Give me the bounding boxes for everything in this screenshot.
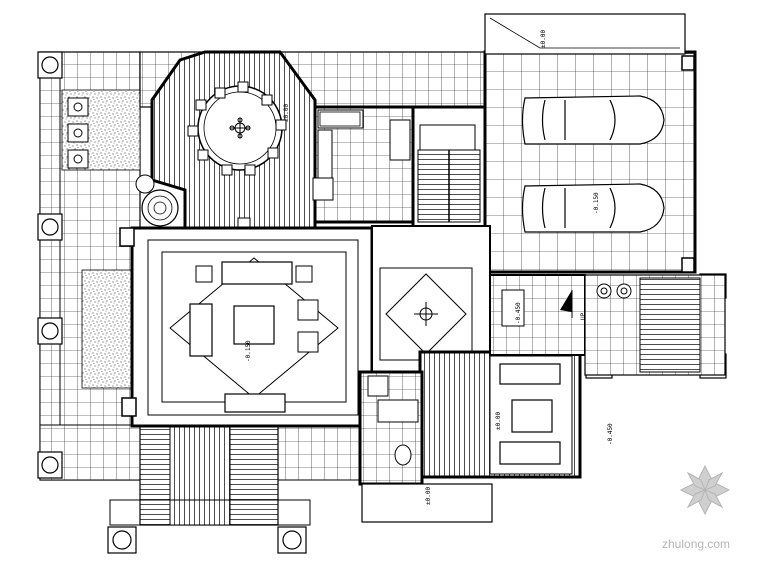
elevation-mark: -0.150: [245, 340, 252, 362]
dining-room: [150, 50, 317, 234]
garage: [483, 13, 697, 274]
elevation-mark: ±0.00: [495, 412, 502, 430]
stair-hall: [411, 105, 487, 229]
bathroom: [358, 370, 424, 486]
chandelier-icon: [414, 302, 438, 326]
shrub-icon: [135, 174, 179, 227]
garden-seats: [67, 97, 89, 169]
car-icon: [521, 95, 665, 145]
entry-steps: [109, 424, 311, 526]
stair-arrow-icon: [560, 290, 573, 318]
elevation-marks: ±0.00 -0.150 -0.450 ±0.00 -0.150 -0.450 …: [245, 30, 614, 505]
chandelier-icon: [229, 117, 251, 139]
elevation-mark: ±0.00: [540, 30, 547, 48]
stair-label: UP: [580, 312, 587, 320]
elevation-mark: ±0.00: [283, 104, 290, 122]
planter-icons: [596, 283, 632, 299]
foyer: [371, 225, 491, 375]
elevation-mark: ±0.00: [425, 487, 432, 505]
elevation-mark: -0.150: [593, 192, 600, 214]
elevation-mark: -0.450: [515, 302, 522, 324]
car-icon: [521, 183, 665, 233]
kitchen: [312, 105, 415, 224]
guest-room: [418, 350, 582, 479]
elevation-mark: -0.450: [607, 423, 614, 445]
dining-chairs: [187, 81, 287, 176]
east-entry: [489, 274, 726, 376]
zhulong-logo: [679, 464, 731, 516]
watermark-text: zhulong.com: [662, 537, 730, 551]
living-room: [119, 226, 374, 428]
west-terrace: [39, 51, 141, 481]
rear-porch: [361, 483, 493, 523]
